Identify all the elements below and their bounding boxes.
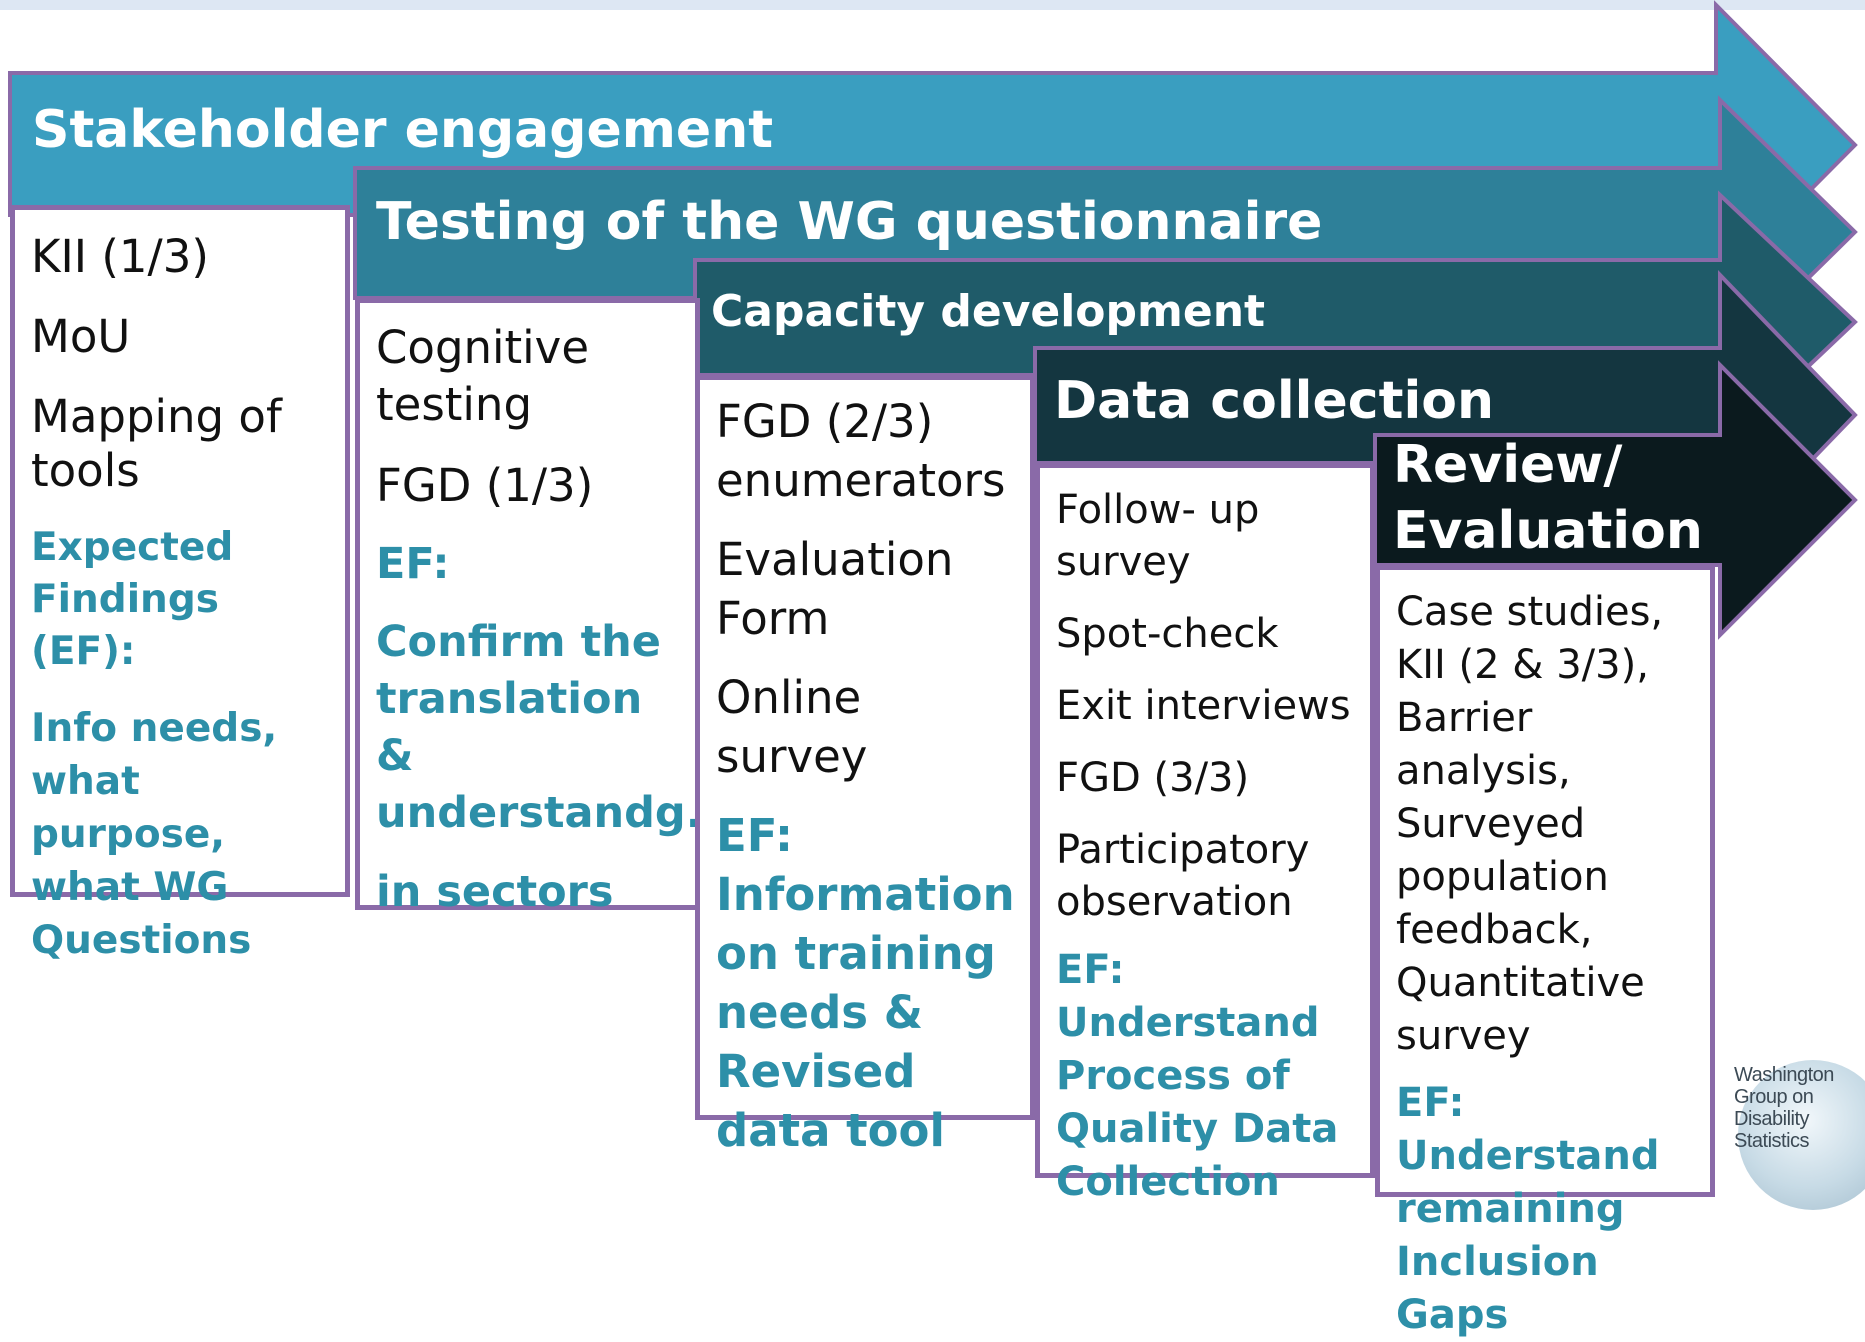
phase-title-stakeholder-engagement: Stakeholder engagement [32,100,774,160]
phase-title-testing-wg: Testing of the WG questionnaire [376,192,1323,252]
item-participatory-observation: Participatory observation [1056,827,1310,925]
ef-text-sectors: in sectors [376,867,614,917]
washington-group-logo: Washington Group on Disability Statistic… [1728,1060,1865,1210]
logo-line-4: Statistics [1734,1130,1810,1152]
logo-line-1: Washington [1734,1064,1834,1086]
phase-box-stakeholder-engagement: KII (1/3) MoU Mapping of tools Expected … [10,205,350,963]
ef-text: EF: Information on training needs & Revi… [716,809,1015,1157]
item-online-survey: Online survey [716,671,868,783]
phase-box-review-evaluation: Case studies, KII (2 & 3/3), Barrier ana… [1375,565,1715,1338]
item-mapping-of-tools: Mapping of tools [31,390,282,497]
item-review-methods: Case studies, KII (2 & 3/3), Barrier ana… [1396,589,1664,1059]
phase-arrows [0,0,1865,640]
ef-text: EF: Understand remaining Inclusion Gaps [1396,1080,1660,1338]
ef-text: Info needs, what purpose, what WG Questi… [31,706,278,963]
item-fgd-2-3-enumerators: FGD (2/3) enumerators [716,395,1006,507]
item-kii-1-3: KII (1/3) [31,230,209,283]
phase-box-capacity-development: FGD (2/3) enumerators Evaluation Form On… [695,375,1035,1157]
item-follow-up-survey: Follow- up survey [1056,487,1260,585]
phase-box-data-collection: Follow- up survey Spot-check Exit interv… [1035,463,1375,1205]
ef-label: Expected Findings (EF): [31,525,234,674]
item-fgd-1-3: FGD (1/3) [376,459,594,512]
item-cognitive-testing: Cognitive testing [376,321,590,431]
logo-text: Washington Group on Disability Statistic… [1734,1064,1864,1152]
phase-title-data-collection: Data collection [1054,371,1495,431]
top-strip [0,0,1865,10]
logo-line-3: Disability [1734,1108,1810,1130]
ef-text: EF: Understand Process of Quality Data C… [1056,947,1339,1205]
ef-text: Confirm the translation & understandg. [376,617,703,838]
item-exit-interviews: Exit interviews [1056,683,1351,729]
logo-line-2: Group on [1734,1086,1814,1108]
phase-box-testing-wg: Cognitive testing FGD (1/3) EF: Confirm … [355,298,703,917]
phase-title-capacity-development: Capacity development [711,286,1266,337]
item-fgd-3-3: FGD (3/3) [1056,755,1250,801]
ef-label: EF: [376,539,450,589]
phase-title-review-evaluation: Review/ Evaluation [1393,435,1703,561]
globe-icon [1738,1060,1865,1210]
item-mou: MoU [31,310,131,363]
item-spot-check: Spot-check [1056,611,1279,657]
item-evaluation-form: Evaluation Form [716,533,954,645]
